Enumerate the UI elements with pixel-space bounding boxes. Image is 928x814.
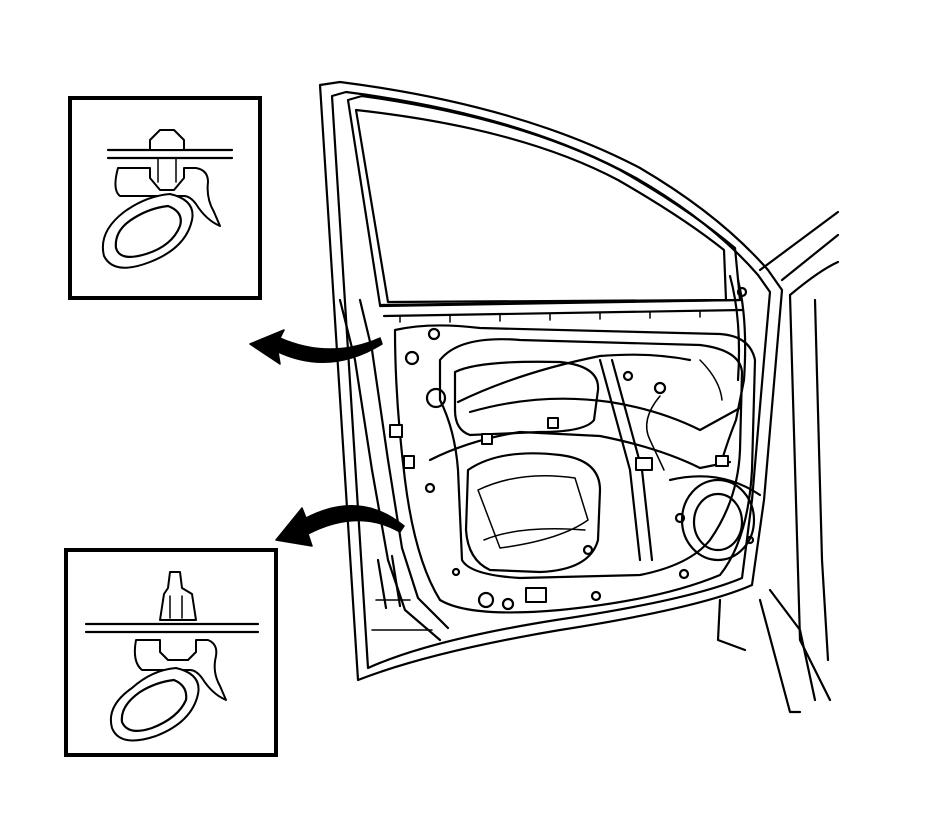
lower-clip-detail [64, 548, 278, 757]
door-shell [318, 80, 784, 682]
upper-callout-arrow [249, 329, 383, 365]
lower-callout-arrow [275, 505, 405, 547]
vehicle-body [716, 210, 840, 714]
upper-clip-detail [68, 96, 262, 300]
inner-panel [371, 274, 762, 631]
